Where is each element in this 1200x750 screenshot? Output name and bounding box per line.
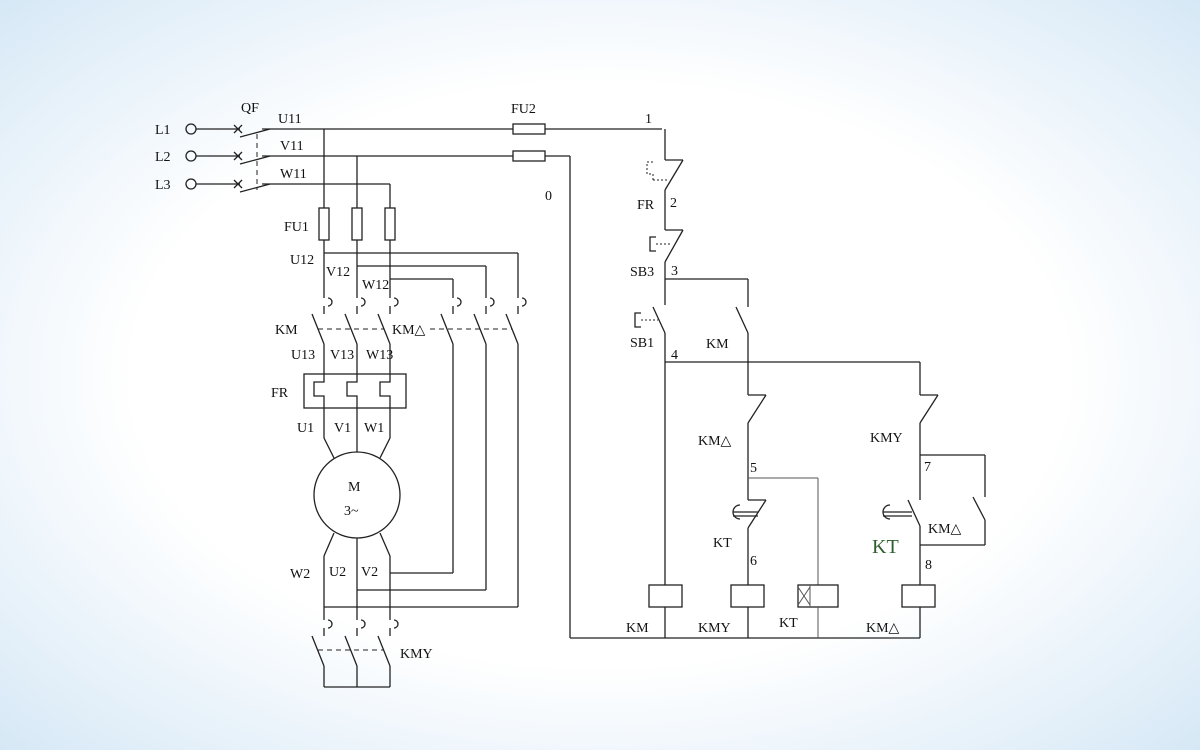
label-fr: FR [271,386,289,401]
label-L3: L3 [155,178,171,193]
coil-km-delta [901,584,936,608]
label-L2: L2 [155,150,171,165]
motor: M 3~ W2 U2 V2 [290,451,518,620]
sb3-stop-button: SB3 3 [630,229,749,307]
label-u13: U13 [291,348,315,363]
label-v2: V2 [361,565,378,580]
km-delta-main-contacts: KM△ [392,297,527,607]
label-coil-kmy: KMY [698,621,731,636]
coil-km [648,584,683,608]
node-4: 4 [671,348,678,363]
label-w13: W13 [366,348,393,363]
label-fu1: FU1 [284,220,309,235]
label-u1: U1 [297,421,314,436]
fr-control-contact: FR 2 [637,129,684,230]
node-0: 0 [545,189,552,204]
label-u11: U11 [278,112,302,127]
node-1: 1 [645,112,652,127]
label-v13: V13 [330,348,354,363]
label-coil-km: KM [626,621,649,636]
node-8: 8 [925,558,932,573]
fr-thermal-relay: FR U1 V1 W1 [271,373,407,459]
fu1-fuses: FU1 U12 V12 W12 [284,129,519,298]
label-v11: V11 [280,139,304,154]
label-coil-km-delta: KM△ [866,621,900,636]
motor-circle [313,451,401,539]
label-w11: W11 [280,167,307,182]
label-km-hold: KM [706,337,729,352]
node-6: 6 [750,554,757,569]
qf-breaker: QF U11 V11 W11 [233,101,662,193]
node-3: 3 [671,264,678,279]
label-fu2: FU2 [511,102,536,117]
label-fr-contact: FR [637,198,655,213]
label-w12: W12 [362,278,389,293]
node-2: 2 [670,196,677,211]
terminal-l3 [185,178,197,190]
label-kt-contact: KT [713,536,732,551]
label-coil-kt: KT [779,616,798,631]
km-delta-branch: KMY 7 KM△ KT 8 [870,362,986,585]
label-u2: U2 [329,565,346,580]
label-km-delta: KM△ [392,323,426,338]
label-kmy-interlock: KMY [870,431,903,446]
label-km-delta-interlock: KM△ [698,434,732,449]
label-km: KM [275,323,298,338]
label-qf: QF [241,101,259,116]
label-kmy: KMY [400,647,433,662]
node-7: 7 [924,460,931,475]
label-km-delta-hold: KM△ [928,522,962,537]
label-sb1: SB1 [630,336,654,351]
supply-terminals: L1 L2 L3 [155,123,240,193]
node-5: 5 [750,461,757,476]
km-main-contacts: KM U13 V13 W13 [275,297,399,374]
kmy-branch: KM△ 5 KT 6 [698,394,819,585]
sb1-start-and-km-hold: SB1 KM 4 [630,306,920,585]
label-v12: V12 [326,265,350,280]
terminal-l1 [185,123,197,135]
coils: KM KMY KT KM△ [626,584,936,638]
kmy-star-contacts: KMY [311,619,433,688]
label-motor: M [348,480,361,495]
label-motor-phase: 3~ [344,504,359,519]
terminal-l2 [185,150,197,162]
coil-kmy [730,584,765,608]
label-w2: W2 [290,567,310,582]
label-L1: L1 [155,123,171,138]
label-kt-delay: KT [872,536,899,558]
label-sb3: SB3 [630,265,654,280]
label-u12: U12 [290,253,314,268]
label-v1: V1 [334,421,351,436]
fu2-fuses: FU2 1 0 [511,102,920,639]
label-w1: W1 [364,421,384,436]
